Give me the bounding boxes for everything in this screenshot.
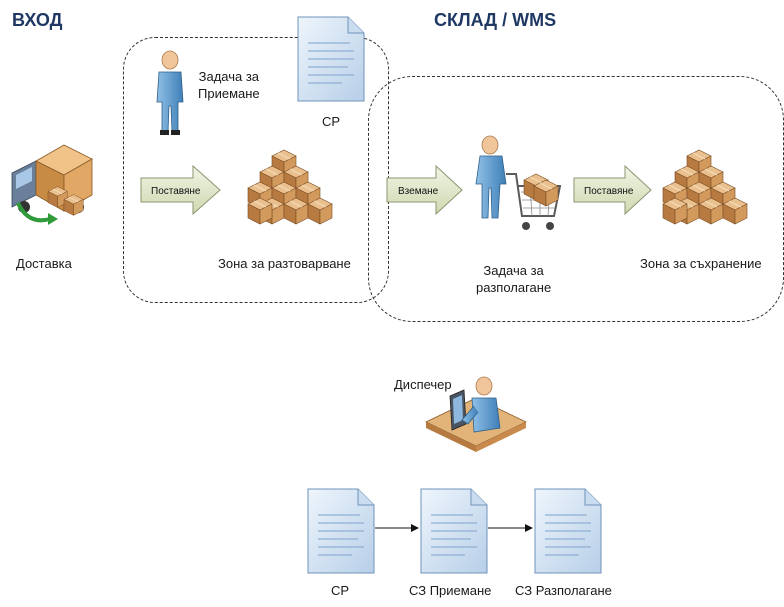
arrow-put-2: Поставяне	[573, 164, 652, 216]
arrow-take-label: Вземане	[398, 186, 439, 197]
storage-zone-label: Зона за съхранение	[640, 256, 762, 271]
receipt-task-label: Задача за Приемане	[198, 68, 260, 102]
warehouse-heading: СКЛАД / WMS	[434, 10, 557, 30]
dispatcher-icon	[425, 376, 527, 452]
document-label-putaway-task: СЗ Разполагане	[515, 583, 612, 598]
document-icon	[307, 488, 375, 574]
arrow-put-2-label: Поставяне	[584, 186, 634, 197]
receipt-task-line2: Приемане	[198, 86, 260, 101]
document-icon	[297, 16, 365, 102]
receipt-task-line1: Задача за	[198, 69, 260, 84]
receiving-zone-boundary	[123, 37, 389, 303]
boxes-icon	[248, 150, 332, 224]
receipt-doc-label: СР	[322, 114, 341, 129]
document-icon	[534, 488, 602, 574]
boxes-icon	[663, 150, 747, 224]
arrow-take: Вземане	[386, 164, 463, 216]
putaway-task-line2: разполагане	[476, 280, 552, 295]
arrow-put-1: Поставяне	[140, 164, 221, 216]
putaway-task-line1: Задача за	[483, 263, 544, 278]
document-label-receipt-task: СЗ Приемане	[409, 583, 492, 598]
document-label-receipt: СР	[331, 583, 350, 598]
unloading-zone-label: Зона за разтоварване	[218, 256, 351, 271]
arrow-put-1-label: Поставяне	[151, 186, 201, 197]
cart-icon	[475, 135, 562, 230]
inbound-heading: ВХОД	[12, 10, 63, 30]
truck-icon	[11, 144, 93, 225]
document-icon	[420, 488, 488, 574]
dispatcher-label: Диспечер	[394, 377, 452, 392]
delivery-label: Доставка	[16, 256, 72, 271]
putaway-task-label: Задача за разполагане	[476, 262, 551, 296]
person-icon	[156, 50, 184, 135]
